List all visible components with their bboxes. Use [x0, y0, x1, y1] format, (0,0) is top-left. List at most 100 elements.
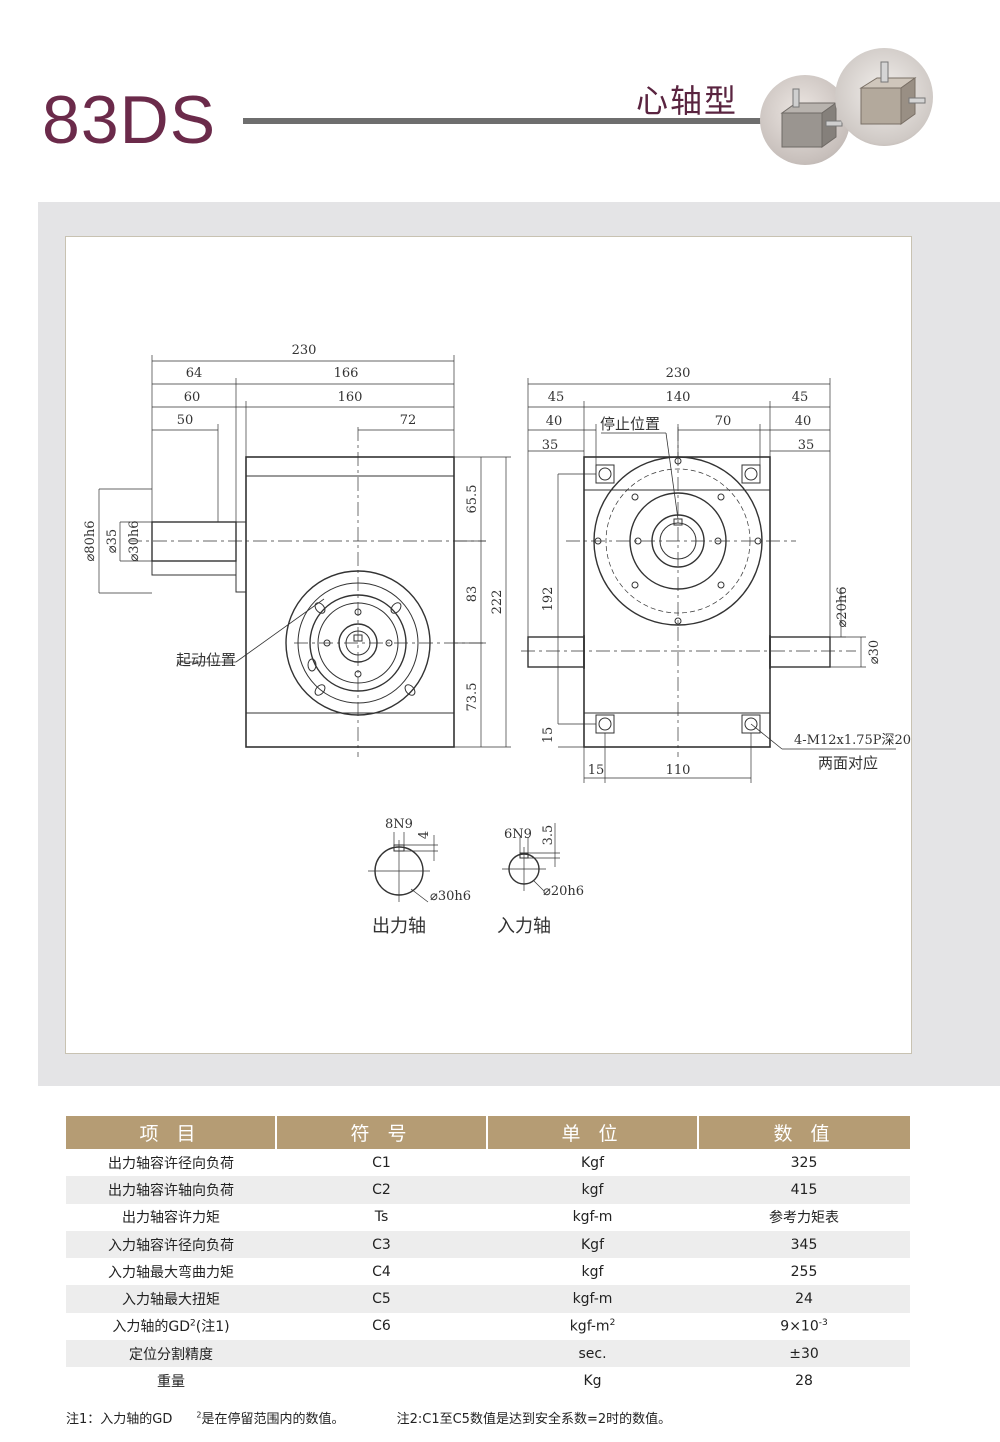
note-1-text: 注1：入力轴的GD — [66, 1412, 173, 1427]
row-unit: kgf — [487, 1176, 698, 1204]
row-item: 重量 — [157, 1374, 185, 1391]
dim-45-left: 45 — [548, 390, 565, 405]
row-symbol: C1 — [372, 1154, 391, 1171]
output-shaft-diameter: ⌀30h6 — [430, 889, 471, 904]
row-symbol — [276, 1367, 487, 1394]
header-item: 项 目 — [66, 1116, 276, 1149]
row-value: 255 — [790, 1263, 818, 1280]
row-value: 28 — [795, 1373, 813, 1390]
dim-35-right: 35 — [798, 438, 815, 453]
row-unit: Kgf — [487, 1230, 698, 1259]
dim-83: 83 — [465, 586, 480, 603]
row-unit: Kgf — [581, 1154, 604, 1171]
dim-64: 64 — [186, 366, 203, 381]
row-item: 定位分割精度 — [66, 1340, 276, 1368]
model-title: 83DS — [42, 82, 217, 158]
row-symbol: C2 — [276, 1176, 487, 1204]
input-shaft-diameter: ⌀20h6 — [543, 884, 584, 899]
spec-table: 项 目 符 号 单 位 数 值 出力轴容许径向负荷 C1 Kgf 325 出力轴… — [66, 1116, 910, 1395]
row-unit: kgf-m2 — [487, 1313, 698, 1340]
row-symbol: C4 — [372, 1263, 391, 1280]
row-value-sup: -3 — [818, 1318, 828, 1329]
spec-table-header: 项 目 符 号 单 位 数 值 — [66, 1116, 910, 1149]
table-row: 入力轴最大扭矩 C5 kgf-m 24 — [66, 1285, 910, 1313]
row-item-tail: (注1) — [195, 1319, 230, 1336]
table-row: 重量 Kg 28 — [66, 1367, 910, 1394]
dim-35: ⌀35 — [105, 529, 120, 553]
note-1-tail: 是在停留范围内的数值。 — [201, 1412, 345, 1427]
header-unit: 单 位 — [486, 1116, 698, 1149]
note-2: 注2:C1至C5数值是达到安全系数=2时的数值。 — [396, 1412, 672, 1427]
row-unit: kgf-m — [487, 1285, 698, 1313]
both-sides-label: 两面对应 — [818, 754, 878, 772]
row-item: 出力轴容许轴向负荷 — [66, 1176, 276, 1204]
dim-35-left: 35 — [542, 438, 559, 453]
row-symbol: C6 — [372, 1318, 391, 1335]
row-item-sup: 2 — [190, 1318, 196, 1329]
header-rule — [243, 118, 763, 124]
row-value: 415 — [698, 1176, 910, 1204]
dim-73-5: 73.5 — [465, 683, 480, 712]
table-row: 出力轴容许轴向负荷 C2 kgf 415 — [66, 1176, 910, 1204]
row-item: 出力轴容许力矩 — [122, 1210, 220, 1227]
row-symbol: C5 — [276, 1285, 487, 1313]
product-photo-angle — [835, 48, 933, 146]
note-1: 注1：入力轴的GD 2是在停留范围内的数值。 — [66, 1410, 368, 1427]
header-symbol: 符 号 — [275, 1116, 487, 1149]
dim-30-side: ⌀30 — [867, 640, 882, 664]
output-shaft-label: 出力轴 — [372, 916, 426, 937]
dim-72: 72 — [400, 413, 417, 428]
table-row: 入力轴容许径向负荷 C3 Kgf 345 — [66, 1230, 910, 1259]
dim-45-right: 45 — [792, 390, 809, 405]
row-unit: kgf-m — [572, 1209, 613, 1226]
output-key-depth: 4 — [417, 831, 432, 839]
row-symbol — [276, 1340, 487, 1368]
dim-192: 192 — [541, 587, 556, 612]
input-shaft-label: 入力轴 — [497, 916, 551, 937]
table-row: 入力轴最大弯曲力矩 C4 kgf 255 — [66, 1258, 910, 1285]
dim-140: 140 — [666, 390, 691, 405]
dim-40-right: 40 — [795, 414, 812, 429]
row-symbol: Ts — [374, 1209, 389, 1226]
dim-60: 60 — [184, 390, 201, 405]
row-value: 345 — [698, 1230, 910, 1259]
row-unit-sup: 2 — [609, 1318, 616, 1329]
dim-222: 222 — [490, 590, 505, 615]
dim-160: 160 — [338, 390, 363, 405]
dim-80h6: ⌀80h6 — [83, 520, 98, 561]
table-row: 入力轴的GD2(注1) C6 kgf-m2 9×10-3 — [66, 1313, 910, 1340]
row-value: 参考力矩表 — [769, 1210, 839, 1227]
dim-230-front: 230 — [292, 343, 317, 358]
row-symbol: C3 — [276, 1230, 487, 1259]
row-value: 9×10-3 — [698, 1313, 910, 1340]
header-value: 数 值 — [697, 1116, 910, 1149]
table-row: 出力轴容许力矩 Ts kgf-m 参考力矩表 — [66, 1204, 910, 1231]
dim-70: 70 — [715, 414, 732, 429]
input-key-depth: 3.5 — [541, 825, 556, 846]
input-key-width: 6N9 — [504, 827, 532, 842]
table-row: 定位分割精度 sec. ±30 — [66, 1340, 910, 1368]
row-value: 325 — [790, 1154, 818, 1171]
row-item: 入力轴容许径向负荷 — [66, 1230, 276, 1259]
dim-65-5: 65.5 — [465, 485, 480, 514]
row-unit-main: kgf-m — [569, 1318, 610, 1335]
dim-15-vertical: 15 — [541, 727, 556, 744]
dim-230-side: 230 — [666, 366, 691, 381]
technical-drawing: 230 64 166 60 160 50 72 65.5 83 222 73.5… — [83, 343, 911, 937]
dim-110: 110 — [666, 763, 691, 778]
row-unit: sec. — [487, 1340, 698, 1368]
row-item: 入力轴的GD2(注1) — [66, 1313, 276, 1340]
footnotes: 注1：入力轴的GD 2是在停留范围内的数值。 注2:C1至C5数值是达到安全系数=… — [66, 1408, 695, 1427]
row-value-main: 9×10 — [780, 1318, 819, 1335]
dim-15-horizontal: 15 — [588, 763, 605, 778]
drawing-panel: 230 64 166 60 160 50 72 65.5 83 222 73.5… — [65, 236, 912, 1054]
output-key-width: 8N9 — [385, 817, 413, 832]
dim-166: 166 — [334, 366, 359, 381]
stop-position-label: 停止位置 — [600, 415, 660, 433]
note-1-sup: 2 — [196, 1410, 202, 1420]
row-item: 出力轴容许径向负荷 — [108, 1155, 234, 1172]
dim-20h6: ⌀20h6 — [835, 586, 850, 627]
row-value: ±30 — [698, 1340, 910, 1368]
row-item: 入力轴最大扭矩 — [66, 1285, 276, 1313]
dim-30h6: ⌀30h6 — [127, 520, 142, 561]
